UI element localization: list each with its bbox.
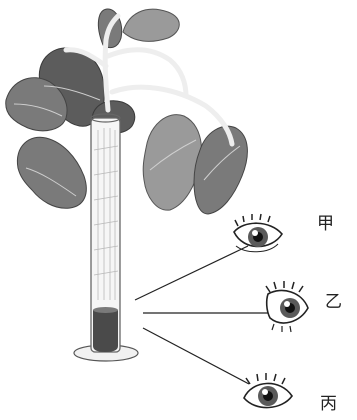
eye-icon: [234, 214, 282, 252]
test-tube: [74, 114, 138, 361]
tube-liquid: [93, 310, 118, 352]
sight-lines: [135, 246, 270, 384]
leaf-left-lower: [17, 137, 86, 208]
eye-icon: [244, 373, 292, 408]
leaf-far-right: [194, 126, 247, 214]
liquid-surface: [93, 307, 118, 313]
leaf-right-mid: [143, 115, 201, 211]
eye-label-c: 丙: [320, 396, 337, 413]
eye-icon: [266, 281, 308, 332]
leaf-top-right: [123, 9, 179, 41]
sight-line-c: [143, 328, 249, 384]
sight-line-a: [135, 246, 248, 300]
eye-label-b: 乙: [325, 294, 342, 311]
eye-label-a: 甲: [317, 216, 334, 233]
